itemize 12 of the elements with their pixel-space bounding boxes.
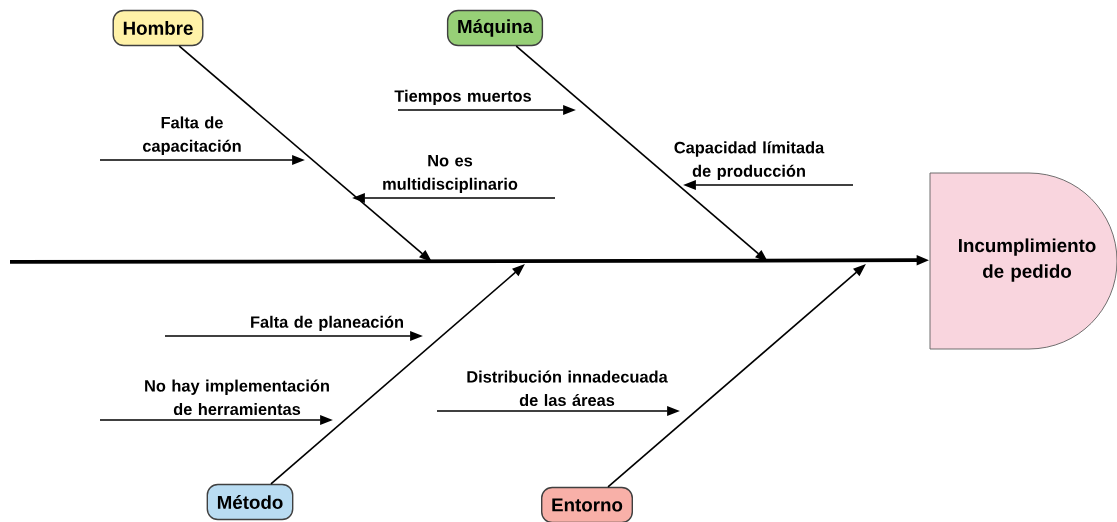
cause-label: Falta de capacitación	[142, 116, 241, 156]
category-label: Entorno	[541, 486, 633, 522]
cause-label: Capacidad límitada de producción	[674, 141, 825, 181]
cause-label: No hay implementación de herramientas	[145, 379, 329, 416]
category-label: Máquina	[446, 9, 544, 47]
cause-label: No es multidisciplinario	[383, 154, 518, 194]
category-label: Método	[206, 483, 294, 521]
cause-label: Tiempos muertos	[394, 89, 531, 106]
effect-box: Incumplimiento de pedido	[929, 172, 1117, 350]
cause-label: Falta de planeación	[251, 315, 403, 332]
cause-label: Distribución innadecuada de las áreas	[467, 370, 668, 407]
category-label: Hombre	[112, 9, 204, 47]
